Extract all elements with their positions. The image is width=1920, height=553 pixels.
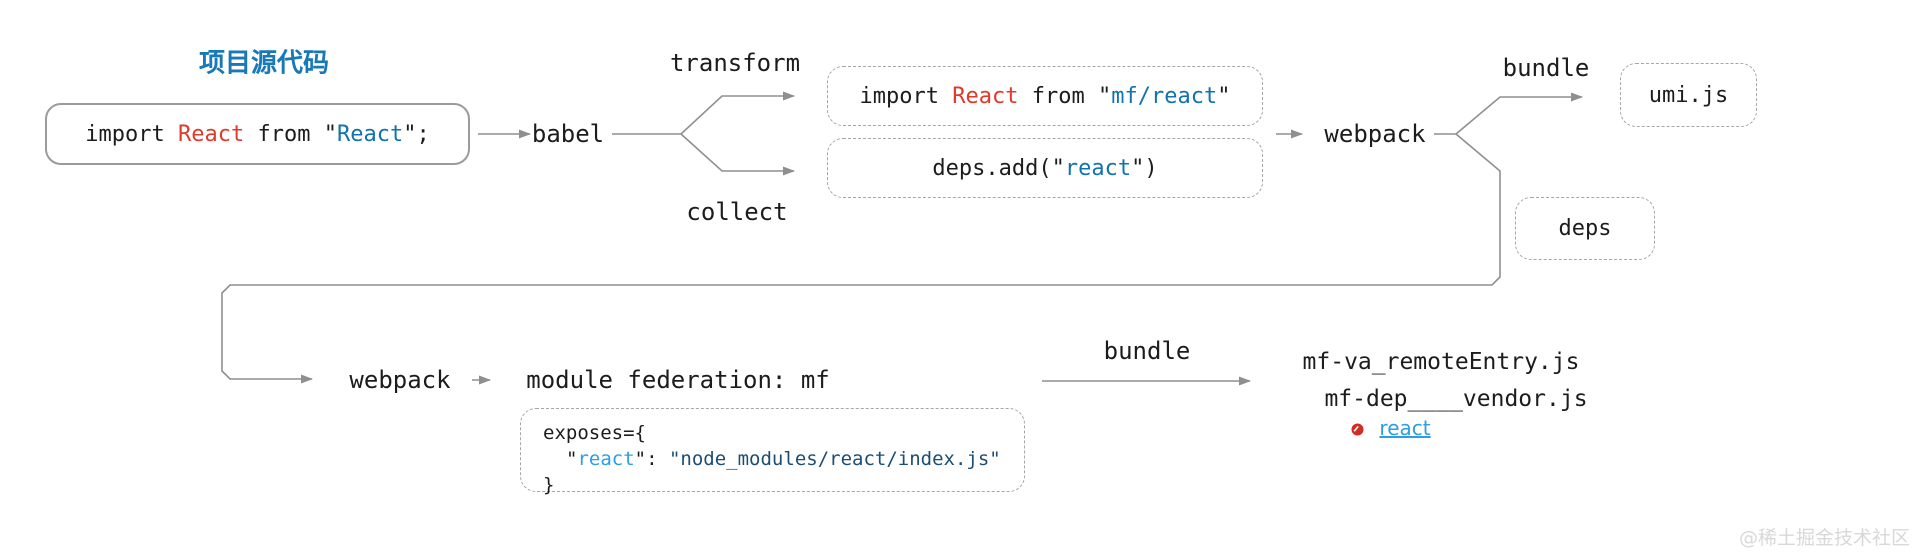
code-seg: react: [1064, 155, 1132, 181]
code-seg: import: [85, 121, 178, 147]
code-seg: ";: [403, 121, 430, 147]
webpack-top-node: webpack: [1324, 119, 1426, 148]
code-seg: from: [244, 121, 324, 147]
page-title: 项目源代码: [198, 48, 330, 79]
output-vendor: mf-dep____vendor.js: [1324, 386, 1588, 412]
arrow-babel-collect: [680, 133, 795, 176]
arrow-babel-transform: [680, 91, 795, 135]
mf-import-line: import React from "mf/react": [860, 84, 1231, 109]
deps-label: deps: [1558, 216, 1612, 241]
babel-node: babel: [531, 119, 605, 148]
package-icon: [1351, 423, 1364, 436]
code-seg: React: [952, 83, 1019, 109]
bundle-top-label: bundle: [1502, 53, 1590, 82]
code-seg: ": [1097, 83, 1112, 109]
code-seg: ":: [634, 448, 669, 470]
code-seg: ": [566, 448, 578, 470]
arrow-webpack-bundle-umi: [1455, 92, 1583, 135]
umi-label: umi.js: [1648, 82, 1729, 108]
deps-box: deps: [1515, 197, 1655, 260]
react-dependency-link[interactable]: react: [1379, 416, 1431, 440]
exposes-line-2: "react": "node_modules/react/index.js": [543, 446, 1024, 472]
output-remote-entry: mf-va_remoteEntry.js: [1302, 349, 1580, 375]
arrow-webpack-down-to-webpack2: [221, 133, 1501, 384]
bundle-bottom-label: bundle: [1103, 336, 1191, 365]
source-code-box: import React from "React";: [45, 103, 470, 165]
code-seg: react: [577, 448, 635, 470]
code-seg: React: [178, 121, 245, 147]
code-seg: "): [1131, 155, 1158, 181]
code-seg: import: [859, 83, 953, 109]
deps-add-box: deps.add("react"): [827, 138, 1263, 198]
code-seg: React: [336, 121, 404, 147]
watermark: @稀土掘金技术社区: [1738, 527, 1910, 549]
code-seg: mf/react: [1111, 83, 1218, 109]
webpack-bottom-node: webpack: [349, 365, 451, 394]
exposes-config-box: exposes={ "react": "node_modules/react/i…: [520, 408, 1025, 496]
mf-import-box: import React from "mf/react": [827, 66, 1263, 126]
source-code-line: import React from "React";: [85, 122, 429, 147]
module-federation-node: module federation: mf: [526, 365, 830, 394]
code-seg: ": [323, 121, 337, 147]
collect-label: collect: [686, 197, 788, 226]
code-seg: from: [1018, 83, 1098, 109]
code-seg: "node_modules/react/index.js": [668, 448, 1001, 470]
code-seg: ": [1217, 83, 1231, 109]
umi-output-box: umi.js: [1620, 63, 1757, 127]
exposes-line-1: exposes={: [543, 422, 646, 444]
deps-add-line: deps.add("react"): [932, 156, 1157, 181]
code-seg: deps.add(": [932, 155, 1065, 181]
exposes-line-3: }: [543, 474, 555, 496]
transform-label: transform: [669, 48, 801, 77]
